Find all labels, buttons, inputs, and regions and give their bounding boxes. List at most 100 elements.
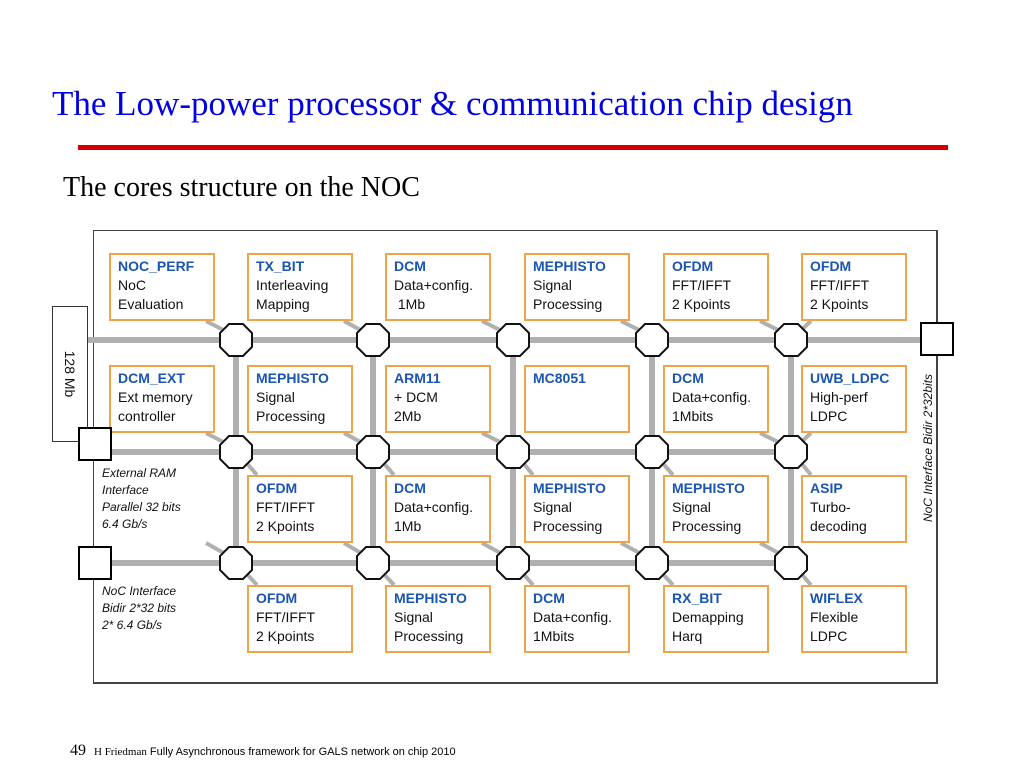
noc-interface-note-right: NoC Interface Bidir 2*32bits bbox=[921, 373, 935, 523]
core-name: DCM_EXT bbox=[118, 370, 185, 386]
noc-bus-horizontal bbox=[87, 560, 791, 566]
core-name: TX_BIT bbox=[256, 258, 305, 274]
core-name: OFDM bbox=[672, 258, 714, 274]
core-name: MEPHISTO bbox=[394, 590, 467, 606]
router-icon bbox=[219, 435, 253, 469]
core-description: Signal bbox=[672, 499, 711, 515]
core-name: WIFLEX bbox=[810, 590, 863, 606]
core-name: MEPHISTO bbox=[533, 258, 606, 274]
router-icon bbox=[635, 323, 669, 357]
slide-subtitle: The cores structure on the NOC bbox=[63, 172, 420, 203]
core-description: 1Mbits bbox=[533, 628, 575, 644]
core-block: OFDM FFT/IFFT 2 Kpoints bbox=[801, 253, 907, 321]
core-name: MEPHISTO bbox=[256, 370, 329, 386]
core-description: Evaluation bbox=[118, 296, 184, 312]
noc-interface-note-left: NoC Interface Bidir 2*32 bits 2* 6.4 Gb/… bbox=[102, 584, 177, 632]
core-description: 2 Kpoints bbox=[672, 296, 731, 312]
core-description: FFT/IFFT bbox=[810, 277, 870, 293]
memory-label: 128 Mb bbox=[62, 350, 78, 398]
core-description: 2 Kpoints bbox=[256, 518, 315, 534]
core-block: MC8051 bbox=[524, 365, 630, 433]
router-icon bbox=[496, 435, 530, 469]
core-name: RX_BIT bbox=[672, 590, 722, 606]
router-icon bbox=[635, 435, 669, 469]
core-name: ARM11 bbox=[394, 370, 441, 386]
core-description: Processing bbox=[672, 518, 742, 534]
router-icon bbox=[356, 546, 390, 580]
core-description: Signal bbox=[394, 609, 433, 625]
memory-block bbox=[52, 306, 88, 442]
core-name: NOC_PERF bbox=[118, 258, 195, 274]
core-description: Processing bbox=[533, 518, 603, 534]
noc-interface-port-right bbox=[920, 322, 954, 356]
external-ram-port bbox=[78, 427, 112, 461]
noc-bus-horizontal bbox=[87, 449, 791, 455]
core-description: 1Mb bbox=[394, 518, 422, 534]
core-description: Processing bbox=[256, 408, 326, 424]
core-description: LDPC bbox=[810, 628, 848, 644]
router-icon bbox=[356, 435, 390, 469]
router-icon bbox=[356, 323, 390, 357]
core-description: Data+config. bbox=[394, 277, 473, 293]
core-description: Data+config. bbox=[533, 609, 612, 625]
core-description: Harq bbox=[672, 628, 703, 644]
core-name: MEPHISTO bbox=[533, 480, 606, 496]
core-name: MC8051 bbox=[533, 370, 586, 386]
core-name: DCM bbox=[533, 590, 565, 606]
core-description: Processing bbox=[394, 628, 464, 644]
router-icon bbox=[219, 546, 253, 580]
core-block: DCM Data+config. 1Mbits bbox=[663, 365, 769, 433]
core-description: Demapping bbox=[672, 609, 744, 625]
core-block: DCM Data+config. 1Mb bbox=[385, 253, 491, 321]
core-name: DCM bbox=[394, 480, 426, 496]
router-icon bbox=[774, 546, 808, 580]
core-description: Flexible bbox=[810, 609, 859, 625]
router-icon bbox=[496, 546, 530, 580]
core-description: 2 Kpoints bbox=[810, 296, 869, 312]
core-description: 2 Kpoints bbox=[256, 628, 315, 644]
core-description: FFT/IFFT bbox=[256, 609, 316, 625]
core-name: MEPHISTO bbox=[672, 480, 745, 496]
core-block: NOC_PERF NoC Evaluation bbox=[109, 253, 215, 321]
slide-title: The Low-power processor & communication … bbox=[52, 84, 853, 123]
core-description: Signal bbox=[533, 277, 572, 293]
core-description: FFT/IFFT bbox=[672, 277, 732, 293]
core-description: LDPC bbox=[810, 408, 848, 424]
core-name: UWB_LDPC bbox=[810, 370, 890, 386]
router-icon bbox=[774, 435, 808, 469]
footer-text: Fully Asynchronous framework for GALS ne… bbox=[146, 746, 456, 758]
core-description: Processing bbox=[533, 296, 603, 312]
core-description: 2Mb bbox=[394, 408, 422, 424]
core-description: Mapping bbox=[256, 296, 310, 312]
core-name: OFDM bbox=[256, 590, 298, 606]
external-ram-note: External RAM Interface Parallel 32 bits … bbox=[102, 466, 181, 531]
core-description: Data+config. bbox=[672, 389, 751, 405]
core-name: ASIP bbox=[810, 480, 843, 496]
core-description: NoC bbox=[118, 277, 147, 293]
core-name: DCM bbox=[394, 258, 426, 274]
footer-author: H Friedman bbox=[94, 746, 147, 758]
core-description: 1Mbits bbox=[672, 408, 714, 424]
core-description: 1Mb bbox=[394, 296, 426, 312]
core-name: DCM bbox=[672, 370, 704, 386]
router-icon bbox=[635, 546, 669, 580]
noc-interface-port-left bbox=[78, 546, 112, 580]
core-description: Signal bbox=[533, 499, 572, 515]
core-name: OFDM bbox=[810, 258, 852, 274]
core-description: Interleaving bbox=[256, 277, 329, 293]
core-block: OFDM FFT/IFFT 2 Kpoints bbox=[247, 585, 353, 653]
core-description: Ext memory bbox=[118, 389, 193, 405]
